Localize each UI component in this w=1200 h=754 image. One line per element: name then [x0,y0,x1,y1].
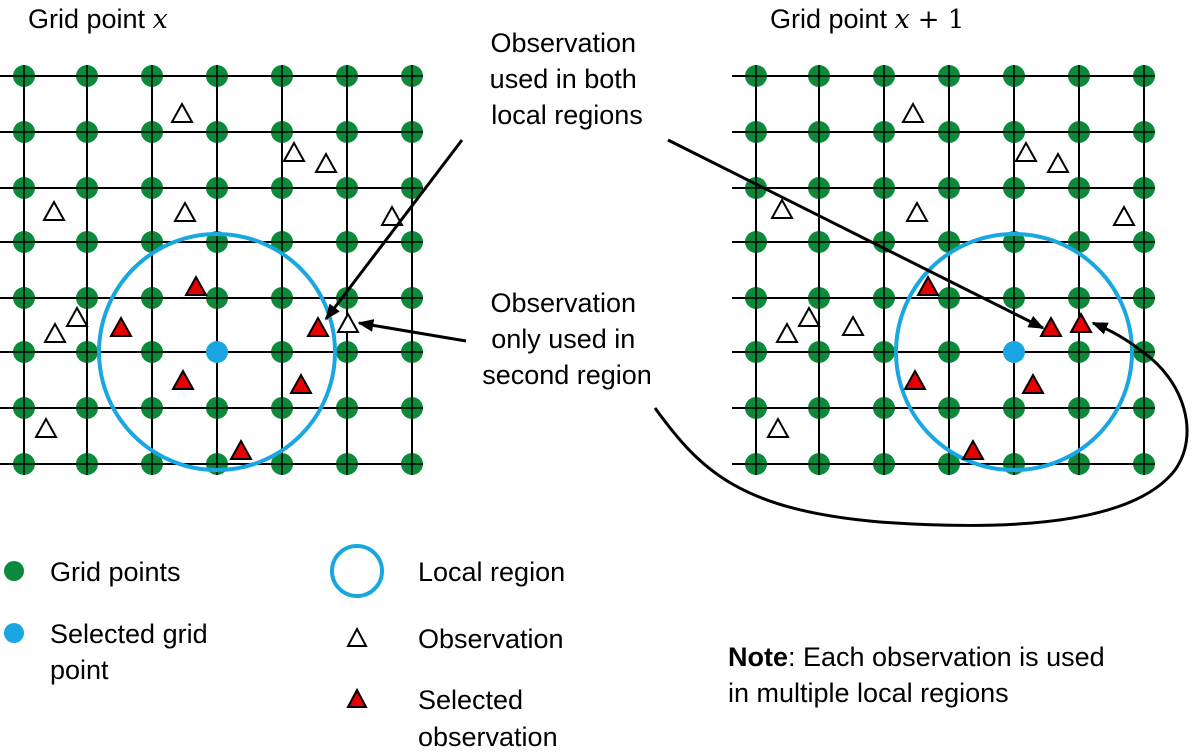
grid-panel-x [0,65,423,475]
local-region-circle [97,232,337,472]
selected-observation-marker [1021,372,1045,394]
selected-observation-marker [306,315,330,337]
arrow-second-to-right-obs [653,321,1189,527]
legend-selected-grid-point-label: Selected grid point [50,619,215,685]
observation-marker [336,311,360,333]
legend-selected-observation-icon [346,687,368,708]
selected-observation-marker [184,274,208,296]
observation-marker [1112,204,1136,226]
observation-marker [170,101,194,123]
observation-marker [34,416,58,438]
selected-observation-marker [289,372,313,394]
observation-marker [901,101,925,123]
legend-local-region-icon [330,544,384,598]
grid-panel-x-plus-1 [732,65,1155,475]
observation-marker [314,151,338,173]
arrow-both-to-left-obs [324,139,464,321]
callout-used-in-both: Observation used in both local regions [490,28,645,130]
legend-observation-icon [346,626,368,647]
selected-observation-marker [171,368,195,390]
legend-selected-grid-point-icon [4,623,24,643]
local-region-circle [894,232,1134,472]
selected-grid-point [206,341,228,363]
panel-title-grid-x: Grid point x [28,4,168,35]
observation-marker [770,197,794,219]
legend-local-region-label: Local region [418,557,565,587]
observation-marker [905,200,929,222]
selected-observation-marker [916,274,940,296]
legend-observation-label: Observation [418,624,564,654]
selected-observation-marker [1039,315,1063,337]
observation-marker [797,305,821,327]
legend: Grid points Selected grid point Local re… [4,544,565,752]
arrow-both-to-right-obs [667,138,1045,330]
panel-title-grid-x-plus-1: Grid point x+ 1 [770,4,964,35]
selected-observation-marker [229,438,253,460]
observation-marker [173,200,197,222]
observation-marker [1046,151,1070,173]
observation-marker [42,199,66,221]
legend-grid-point-icon [4,561,24,581]
observation-marker [65,305,89,327]
arrow-second-to-left-obs [357,319,467,343]
observation-marker [841,314,865,336]
selected-observation-marker [903,368,927,390]
observation-marker [43,321,67,343]
selected-grid-point [1003,341,1025,363]
observation-marker [775,321,799,343]
observation-marker [282,140,306,162]
observation-marker [766,416,790,438]
observation-marker [1014,140,1038,162]
callout-only-second-region: Observation only used in second region [482,288,652,390]
note-text: Note: Each observation is used in multip… [728,642,1112,708]
observation-marker [380,204,404,226]
selected-observation-marker [1069,311,1093,333]
legend-selected-observation-label: Selected observation [418,685,558,752]
selected-observation-marker [961,438,985,460]
selected-observation-marker [109,315,133,337]
legend-grid-points-label: Grid points [50,557,181,587]
